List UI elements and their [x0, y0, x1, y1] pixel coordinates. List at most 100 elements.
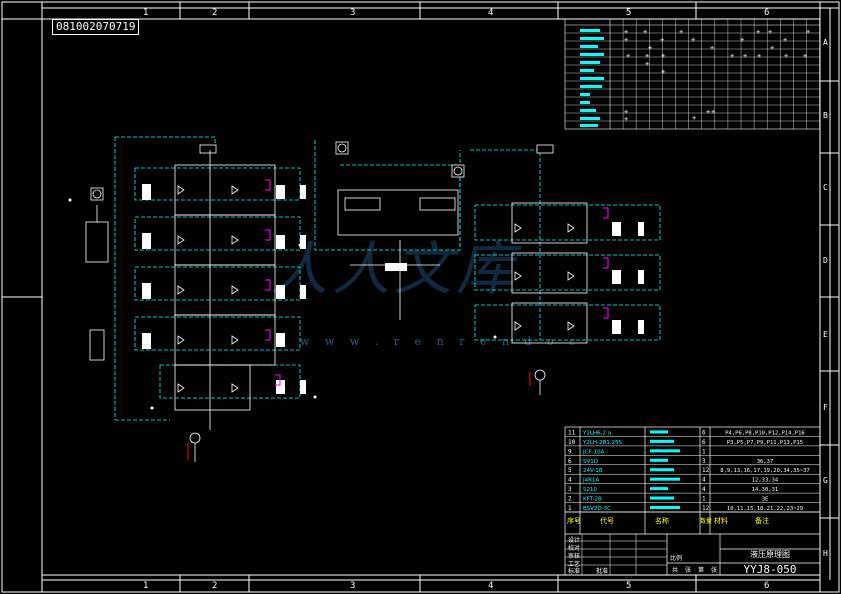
svg-text:+: + — [740, 36, 744, 44]
relief-markers — [187, 372, 531, 460]
parts-row-remark: 8,9,13,16,17,19,20,34,35~37 — [720, 468, 809, 474]
parts-row-code: S210 — [583, 487, 597, 493]
svg-text:+: + — [660, 36, 664, 44]
svg-text:+: + — [624, 108, 628, 116]
parts-row-no: 2 — [568, 496, 572, 503]
parts-row-qty: 4 — [702, 477, 706, 484]
parts-row-no: 1 — [568, 505, 572, 512]
tank-symbols — [68, 198, 497, 410]
parts-row-no: 3 — [568, 486, 572, 493]
svg-text:+: + — [757, 52, 761, 60]
parts-row-no: 6 — [568, 458, 572, 465]
sheet-label-3: 第 — [698, 566, 704, 574]
parts-row-remark: 10,11,15,18,21,22,23~29 — [727, 506, 803, 512]
parts-row-name-mark — [650, 496, 674, 500]
header-remark: 备注 — [755, 516, 769, 525]
check-valves — [177, 185, 575, 393]
parts-row-name-mark — [650, 468, 674, 472]
signoff-process: 工艺 — [568, 560, 580, 568]
cylinders — [85, 197, 456, 361]
svg-text:+: + — [645, 52, 649, 60]
svg-text:+: + — [691, 36, 695, 44]
sheet-label-2: 张 — [685, 566, 691, 574]
svg-text:+: + — [679, 28, 683, 36]
header-no: 序号 — [567, 516, 581, 525]
parts-row-name-mark — [650, 439, 674, 443]
svg-text:+: + — [806, 28, 810, 36]
svg-text:+: + — [645, 60, 649, 68]
svg-text:+: + — [784, 52, 788, 60]
signoff-check: 校对 — [568, 544, 580, 552]
parts-row-no: 9 — [568, 448, 572, 455]
table-row-labels — [580, 29, 604, 127]
svg-text:+: + — [692, 114, 696, 122]
parts-row-code: SV1D — [583, 459, 598, 465]
svg-text:+: + — [661, 52, 665, 60]
header-code: 代号 — [600, 516, 614, 525]
svg-text:+: + — [661, 68, 665, 76]
svg-text:+: + — [743, 52, 747, 60]
parts-row-code: KFT-2B — [583, 497, 602, 503]
table-markers: + + + + + + + + + + + + + + + + + + + + … — [624, 28, 810, 123]
svg-text:+: + — [783, 36, 787, 44]
svg-text:+: + — [624, 36, 628, 44]
parts-row-name-mark — [650, 487, 668, 491]
svg-text:+: + — [768, 28, 772, 36]
parts-row-name-mark — [650, 449, 680, 453]
parts-row-remark: P4,P6,P8,P10,P12,P14,P16 — [725, 430, 804, 436]
parts-row-qty: 4 — [702, 486, 706, 493]
header-qty: 数量 — [700, 517, 712, 525]
parts-row-code: Y2LH-2B1.25S — [582, 440, 623, 446]
solenoid-coils — [265, 179, 609, 386]
parts-row-qty: 12 — [702, 467, 710, 474]
spool-valves — [142, 184, 644, 394]
parts-row-code: J4R1A — [582, 478, 599, 484]
drawing-title: 液压原理图 — [750, 550, 790, 559]
parts-row-no: 5 — [568, 467, 572, 474]
parts-row-qty: 3 — [702, 458, 706, 465]
parts-row-no: 11 — [568, 429, 576, 436]
svg-text:+: + — [706, 108, 710, 116]
parts-row-code: BSV2D-3C — [583, 506, 611, 512]
signoff-review: 审核 — [568, 552, 580, 560]
parts-row-qty: 6 — [702, 439, 706, 446]
scale-label: 比例 — [670, 554, 682, 562]
parts-row-name-mark — [650, 477, 680, 481]
signoff-approve: 批准 — [596, 567, 608, 575]
pumps — [90, 141, 554, 201]
svg-text:+: + — [624, 28, 628, 36]
svg-text:+: + — [756, 28, 760, 36]
signoff-standard: 标准 — [568, 567, 580, 575]
svg-text:+: + — [648, 44, 652, 52]
return-lines — [194, 150, 541, 462]
header-name: 名称 — [655, 516, 669, 525]
parts-row-name-mark — [650, 430, 668, 434]
parts-row-remark: 3E — [762, 497, 769, 503]
parts-row-no: 4 — [568, 477, 572, 484]
parts-row-name-mark — [650, 458, 668, 462]
parts-row-no: 10 — [568, 439, 576, 446]
drawing-code: YYJ8-050 — [743, 563, 797, 576]
svg-text:+: + — [643, 28, 647, 36]
svg-text:+: + — [626, 52, 630, 60]
parts-row-qty: 12 — [702, 505, 710, 512]
svg-text:+: + — [803, 52, 807, 60]
svg-text:+: + — [711, 108, 715, 116]
valve-bodies — [174, 164, 588, 411]
parts-row-code: Y2LH6-2 a — [582, 430, 611, 436]
svg-text:+: + — [770, 44, 774, 52]
parts-row-qty: 1 — [702, 448, 706, 455]
parts-row-remark: 14,30,31 — [752, 487, 779, 493]
svg-text:+: + — [730, 52, 734, 60]
parts-header: 序号 代号 名称 数量 材料 备注 — [567, 516, 769, 525]
parts-row-remark: 36,37 — [757, 459, 774, 465]
svg-text:+: + — [710, 44, 714, 52]
parts-row-qty: 6 — [702, 429, 706, 436]
parts-row-code: JCF-10A — [582, 449, 605, 455]
signoff-design: 设计 — [568, 536, 580, 544]
header-material: 材料 — [714, 516, 728, 525]
